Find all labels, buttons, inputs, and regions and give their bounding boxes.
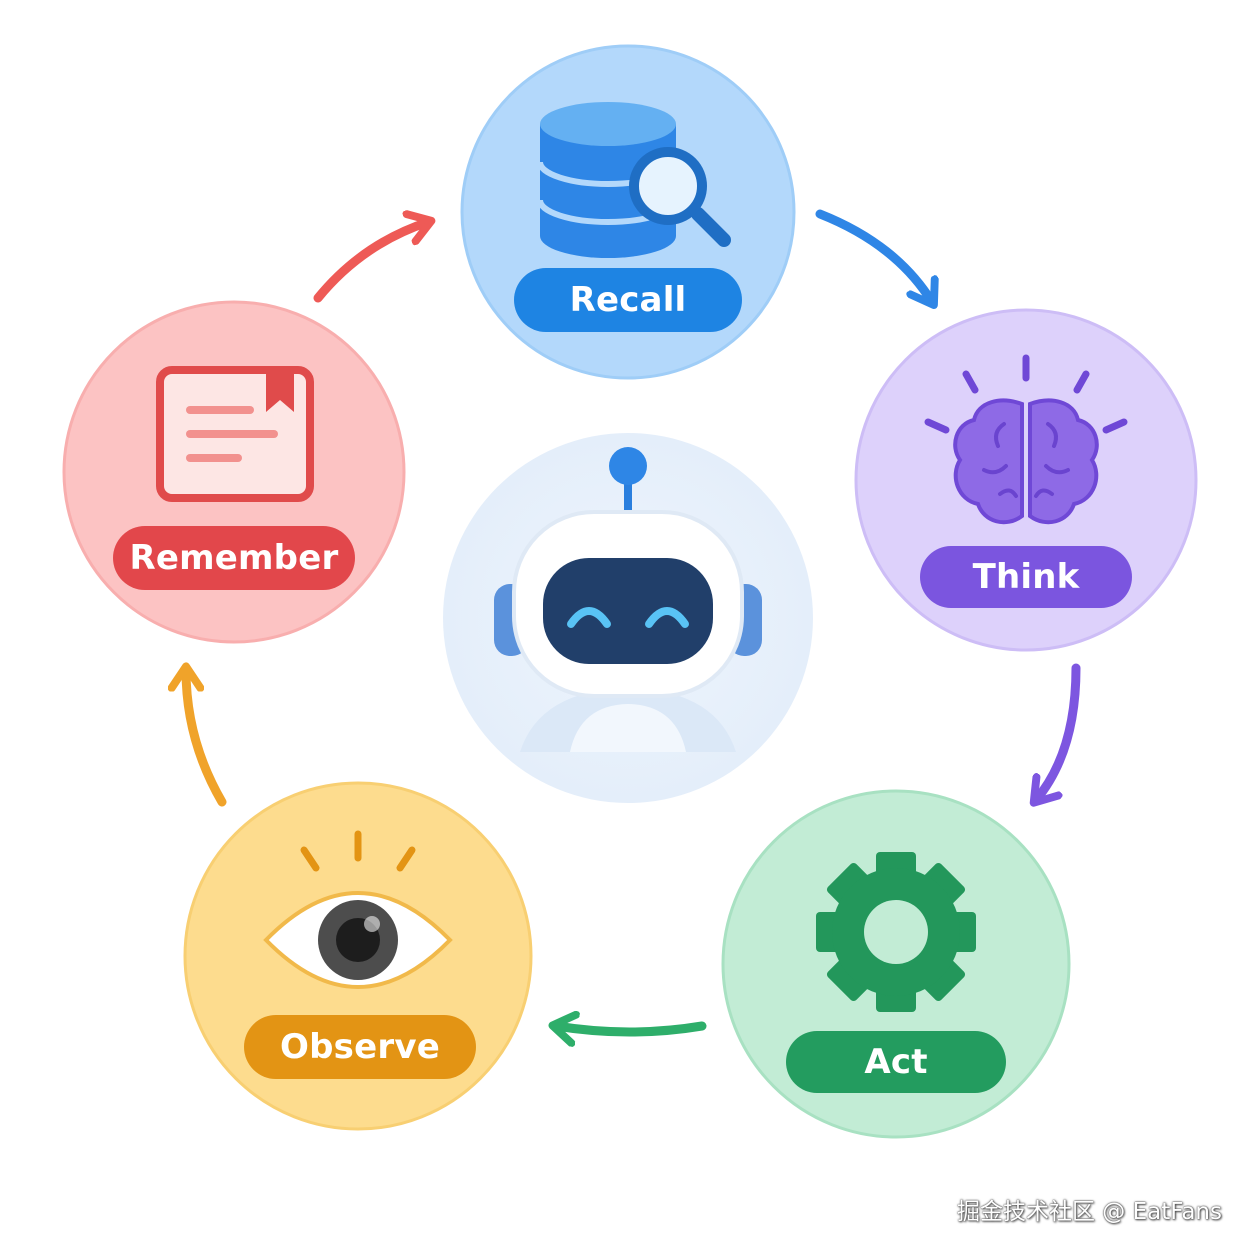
- arrow-remember-to-recall: [313, 222, 428, 303]
- recall-label: Recall: [514, 268, 742, 332]
- arrow-recall-to-think: [815, 209, 932, 302]
- gear-icon: [816, 852, 976, 1012]
- arrow-think-to-act: [1036, 663, 1081, 800]
- arrow-observe-to-remember: [186, 670, 227, 807]
- arrow-act-to-observe: [556, 1026, 707, 1032]
- act-label: Act: [786, 1031, 1006, 1093]
- brain-icon: [924, 354, 1128, 525]
- watermark: 掘金技术社区 @ EatFans: [956, 1199, 1222, 1225]
- robot-icon: [443, 433, 813, 803]
- eye-icon: [263, 830, 453, 989]
- remember-label: Remember: [113, 526, 355, 590]
- bookmarked-note-icon: [156, 366, 314, 502]
- observe-label: Observe: [244, 1015, 476, 1079]
- database-search-icon: [537, 102, 731, 258]
- think-label: Think: [920, 546, 1132, 608]
